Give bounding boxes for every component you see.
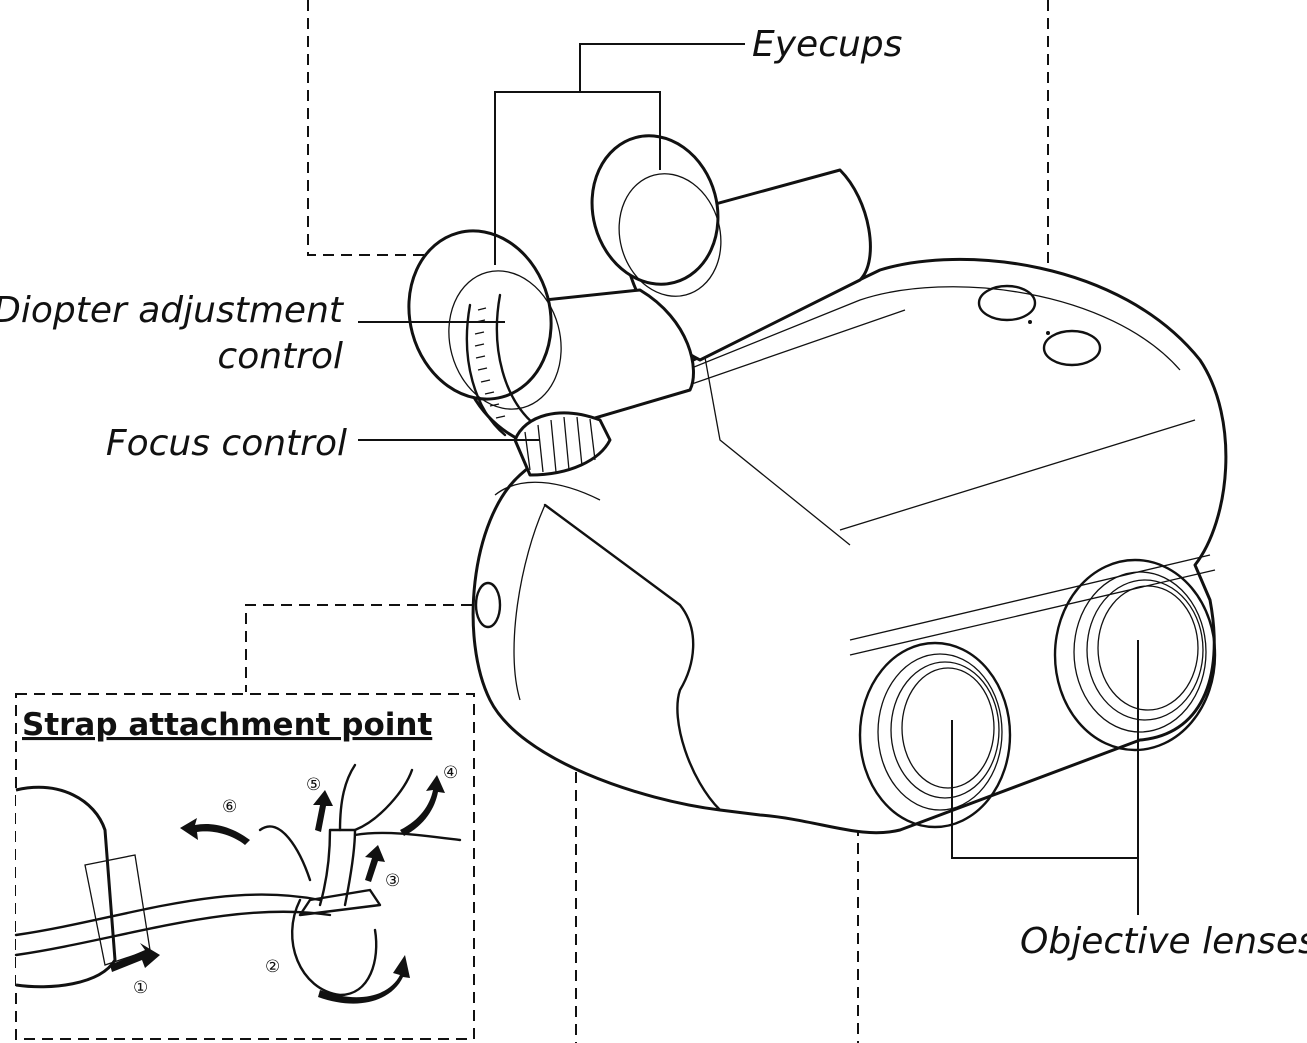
objective-lens-left	[858, 641, 1012, 829]
label-eyecups: Eyecups	[752, 24, 902, 65]
inset-title: Strap attachment point	[22, 707, 432, 743]
label-diopter-line1: Diopter adjustment	[0, 290, 345, 331]
label-diopter-line2: control	[217, 336, 343, 377]
eyecup-right	[590, 134, 872, 362]
callout-leaders	[358, 43, 1139, 915]
step-6: ⑥	[222, 797, 237, 817]
eyecup-left	[407, 229, 695, 442]
objective-lens-right	[1053, 558, 1217, 752]
step-2: ②	[265, 957, 280, 977]
strap-inset: Strap attachment point ① ② ③ ④ ⑤ ⑥	[14, 693, 475, 1040]
binocular-illustration	[407, 134, 1228, 835]
step-1: ①	[133, 978, 148, 998]
step-4: ④	[443, 763, 458, 783]
step-5: ⑤	[306, 775, 321, 795]
step-3: ③	[385, 871, 400, 891]
focus-knob	[513, 411, 612, 477]
label-objective-lenses: Objective lenses	[1020, 921, 1307, 962]
label-focus-control: Focus control	[106, 423, 347, 464]
